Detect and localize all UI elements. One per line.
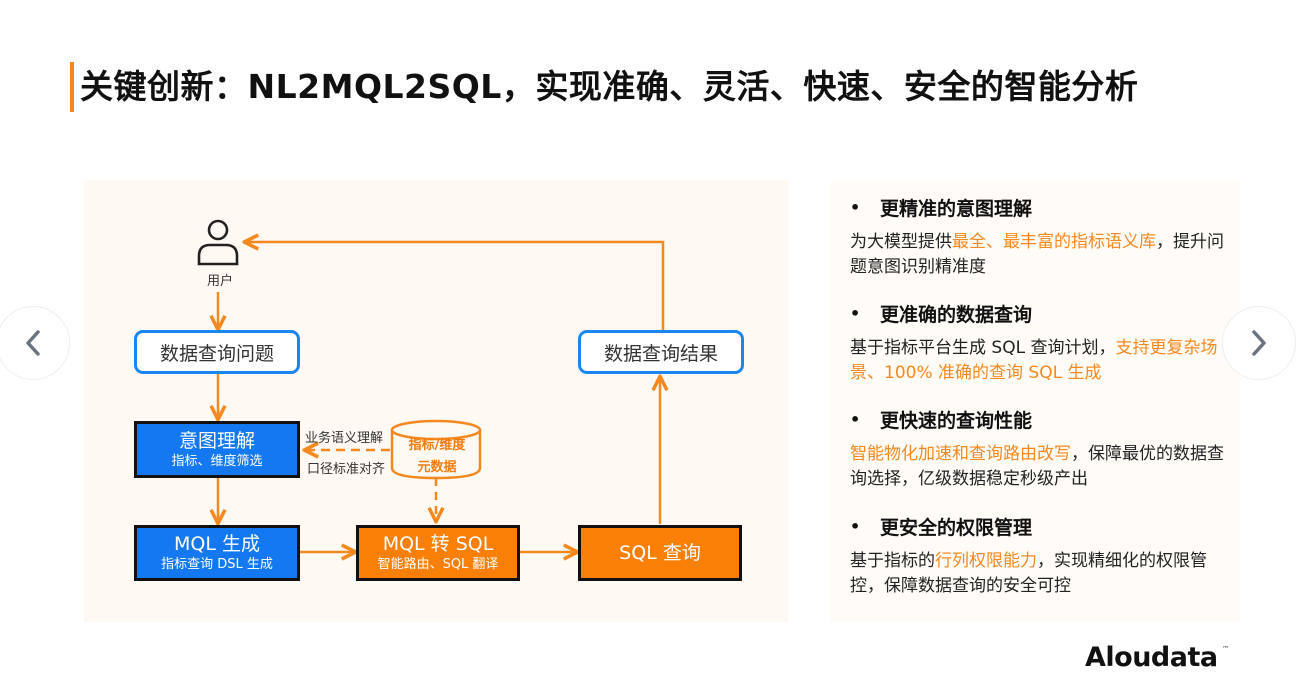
benefit-body: 智能物化加速和查询路由改写，保障最优的数据查询选择，亿级数据稳定秒级产出	[850, 442, 1230, 492]
body-highlight: 行列权限能力	[935, 551, 1037, 571]
database-icon	[390, 419, 482, 480]
mql-gen-node: MQL 生成 指标查询 DSL 生成	[134, 525, 300, 581]
benefit-title: 更快速的查询性能	[880, 409, 1033, 432]
metadata-line2: 元数据	[417, 460, 457, 475]
mql-gen-title: MQL 生成	[174, 533, 260, 555]
benefit-body: 基于指标平台生成 SQL 查询计划，支持更复杂场景、100% 准确的查询 SQL…	[850, 336, 1230, 386]
body-text: ，实现精细化的权限管控，保障数据查询的安全可控	[850, 551, 1207, 596]
benefits-panel	[830, 180, 1240, 622]
mql-to-sql-subtitle: 智能路由、SQL 翻译	[377, 557, 499, 572]
arrow-result-to-user	[246, 242, 665, 332]
trademark: ™	[1222, 645, 1229, 653]
edge-label-standard: 口径标准对齐	[307, 462, 386, 477]
metadata-line1: 指标/维度	[408, 438, 466, 453]
body-text: ，保障最优的数据查询选择，亿级数据稳定秒级产出	[850, 444, 1224, 489]
mql-to-sql-title: MQL 转 SQL	[382, 533, 494, 555]
chevron-right-icon	[1252, 330, 1266, 356]
edge-label-semantic: 业务语义理解	[305, 431, 384, 446]
result-node: 数据查询结果	[578, 330, 744, 374]
benefit-body: 为大模型提供最全、最丰富的指标语义库，提升问题意图识别精准度	[850, 230, 1230, 280]
bullet: •	[850, 409, 861, 429]
person-icon	[197, 219, 239, 266]
body-text: ，提升问题意图识别精准度	[850, 232, 1224, 277]
question-node-label: 数据查询问题	[159, 342, 274, 365]
intent-node-title: 意图理解	[178, 429, 255, 452]
sql-query-label: SQL 查询	[619, 542, 701, 564]
question-node: 数据查询问题	[134, 330, 300, 374]
benefit-item: • 更安全的权限管理 基于指标的行列权限能力，实现精细化的权限管控，保障数据查询的…	[850, 511, 1230, 599]
benefit-item: • 更快速的查询性能 智能物化加速和查询路由改写，保障最优的数据查询选择，亿级数据…	[850, 404, 1230, 492]
brand-logo: Aloudata	[1085, 642, 1218, 673]
sql-query-node: SQL 查询	[578, 525, 742, 581]
bullet: •	[850, 197, 861, 217]
intent-node-subtitle: 指标、维度筛选	[171, 453, 263, 469]
title-accent-bar	[70, 62, 74, 112]
benefit-title: 更精准的意图理解	[880, 197, 1033, 220]
chevron-left-icon	[26, 330, 40, 356]
intent-node: 意图理解 指标、维度筛选	[134, 421, 300, 478]
benefit-body: 基于指标的行列权限能力，实现精细化的权限管控，保障数据查询的安全可控	[850, 549, 1230, 599]
mql-to-sql-node: MQL 转 SQL 智能路由、SQL 翻译	[356, 525, 520, 581]
metadata-store-label: 指标/维度 元数据	[392, 435, 482, 479]
body-highlight: 最全、最丰富的指标语义库	[952, 232, 1156, 252]
benefit-title: 更安全的权限管理	[880, 516, 1033, 539]
bullet: •	[850, 303, 861, 323]
body-highlight: 智能物化加速和查询路由改写	[850, 444, 1071, 464]
benefit-title: 更准确的数据查询	[880, 303, 1033, 326]
benefit-item: • 更精准的意图理解 为大模型提供最全、最丰富的指标语义库，提升问题意图识别精准度	[850, 192, 1230, 280]
prev-slide-button[interactable]	[0, 306, 70, 380]
benefit-item: • 更准确的数据查询 基于指标平台生成 SQL 查询计划，支持更复杂场景、100%…	[850, 298, 1230, 386]
next-slide-button[interactable]	[1222, 306, 1296, 380]
user-label: 用户	[206, 274, 233, 289]
body-text: 基于指标平台生成 SQL 查询计划，	[850, 338, 1116, 358]
body-text: 为大模型提供	[850, 232, 952, 252]
result-node-label: 数据查询结果	[603, 342, 718, 365]
page-title: 关键创新：NL2MQL2SQL，实现准确、灵活、快速、安全的智能分析	[80, 67, 1139, 106]
body-highlight: 支持更复杂场景、100% 准确的查询 SQL 生成	[850, 338, 1218, 383]
mql-gen-subtitle: 指标查询 DSL 生成	[161, 557, 273, 572]
body-text: 基于指标的	[850, 551, 935, 571]
bullet: •	[850, 516, 861, 536]
